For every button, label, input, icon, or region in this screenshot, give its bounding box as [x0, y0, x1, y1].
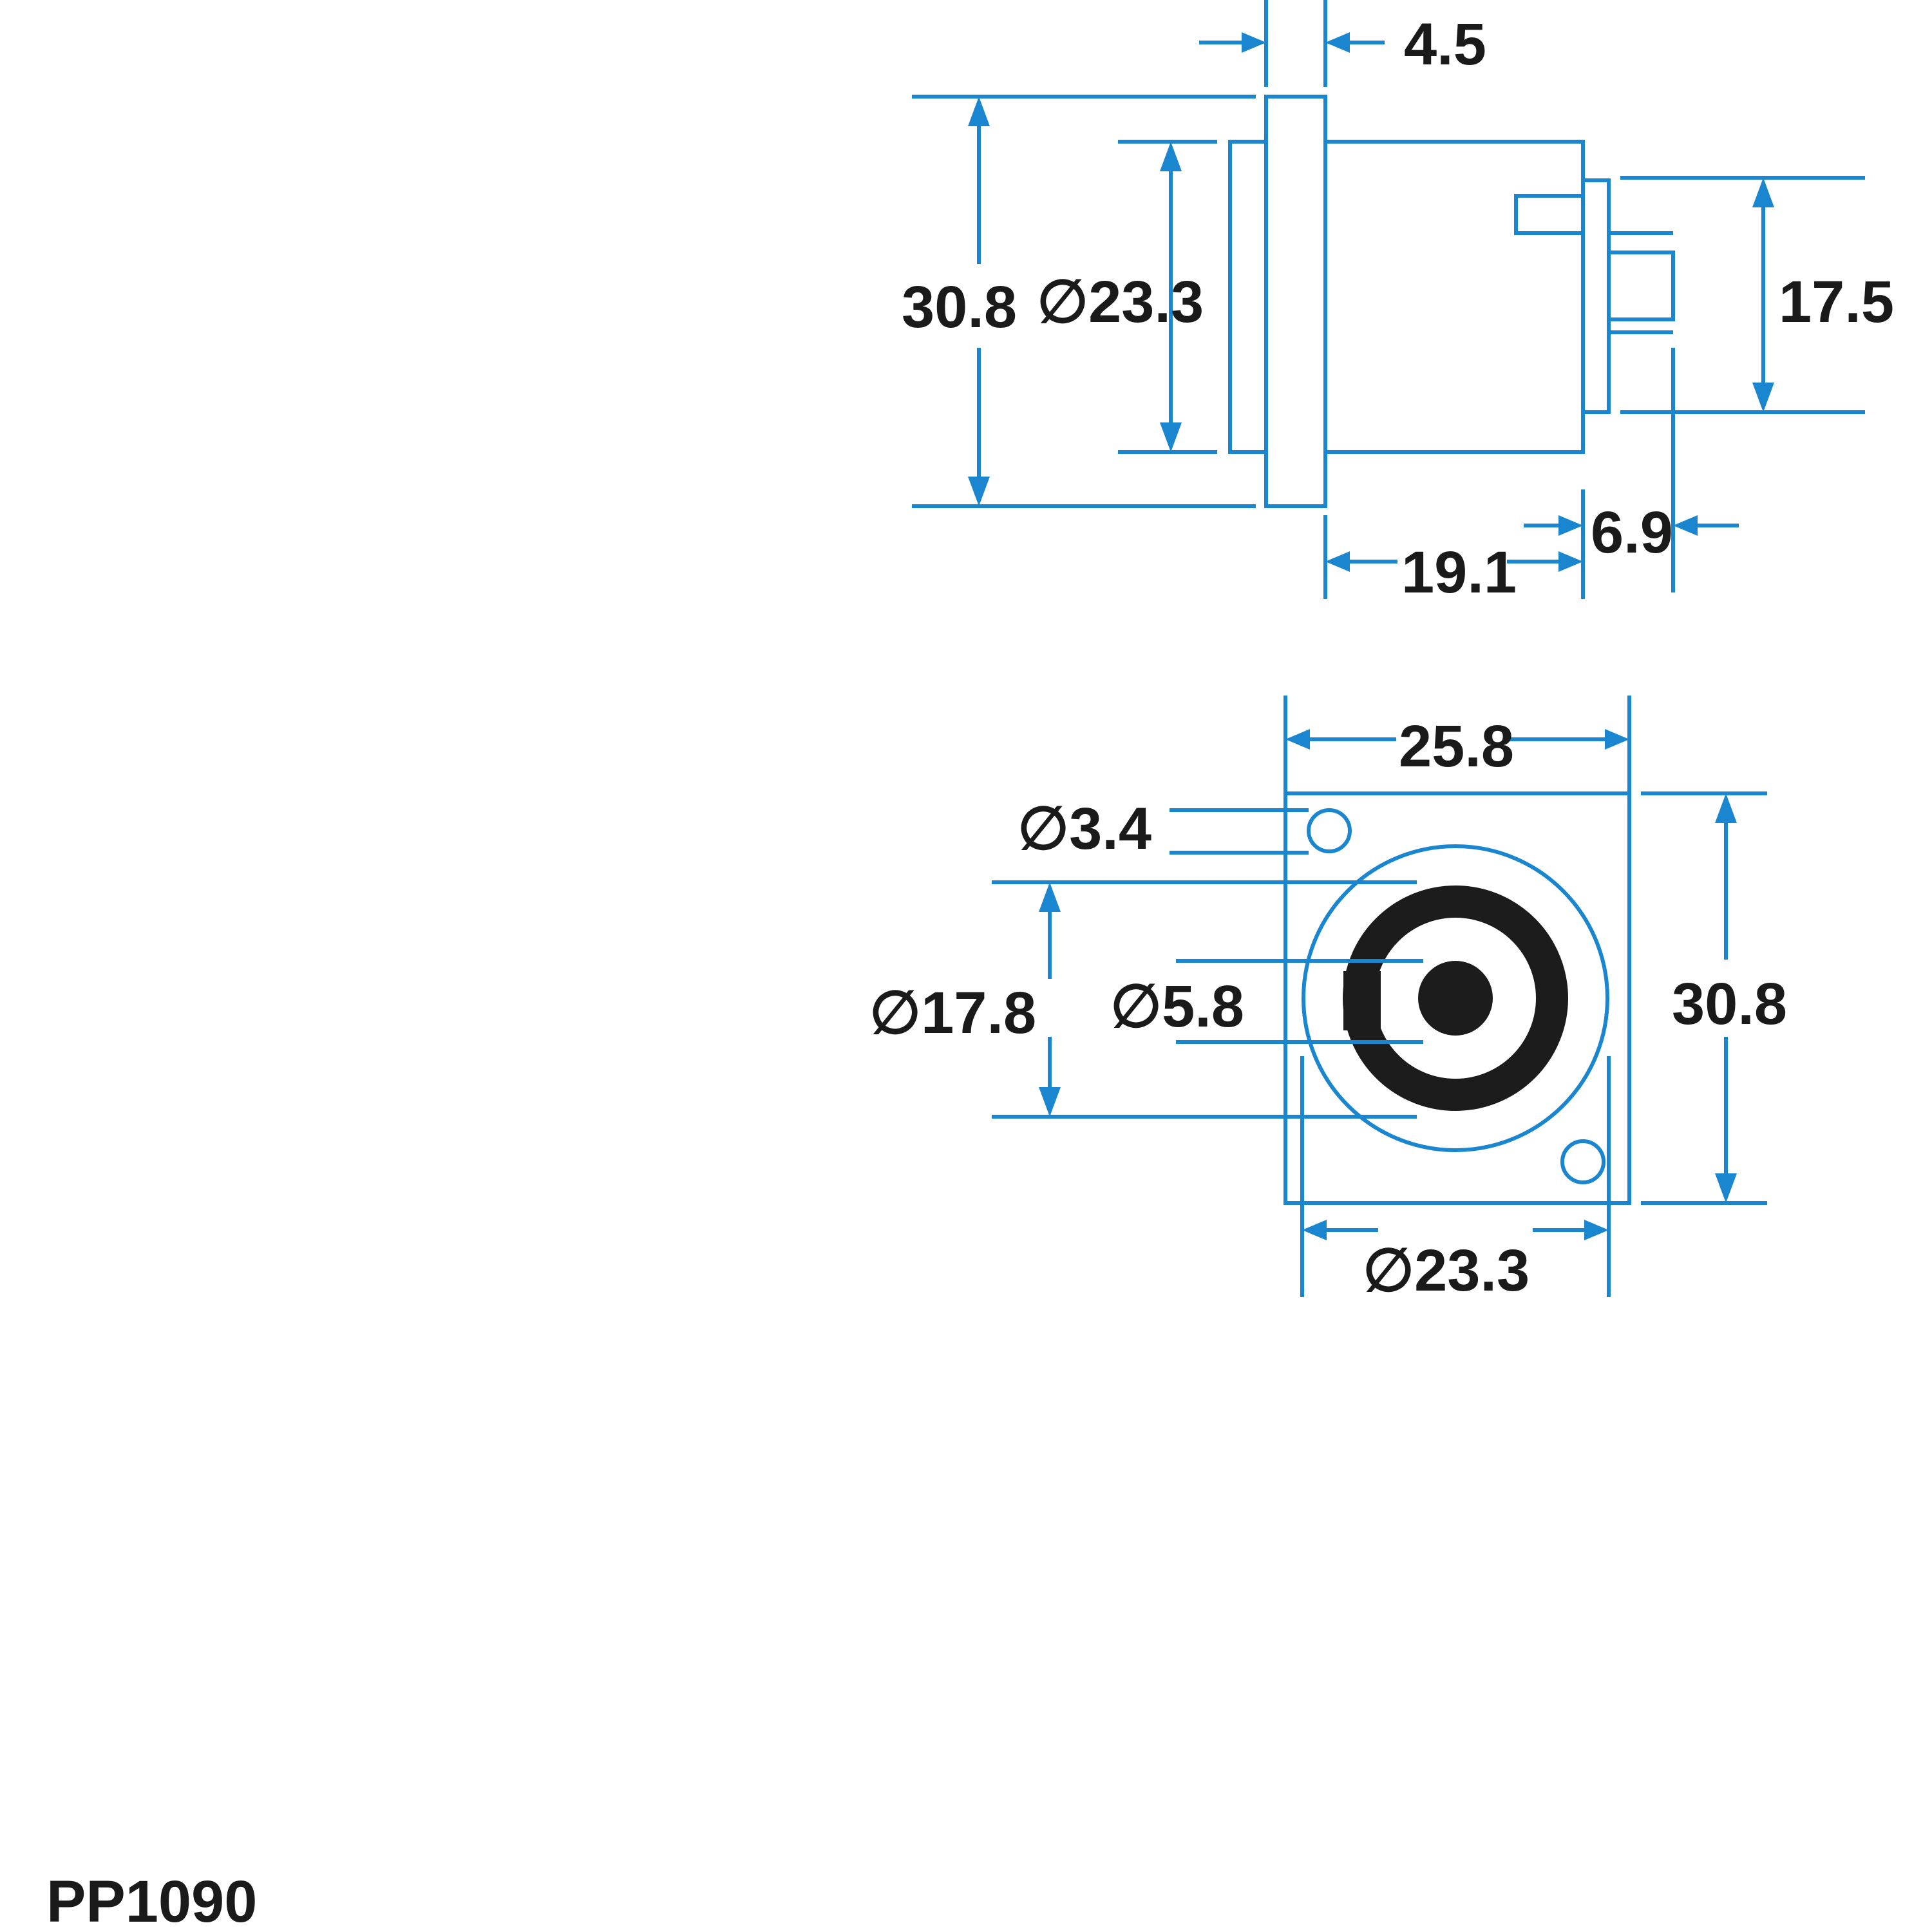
dim-flange-thickness: 4.5	[1199, 0, 1486, 87]
label-front-height: 30.8	[1672, 971, 1787, 1037]
center-pin	[1418, 961, 1493, 1036]
dim-pin-diameter: ∅5.8	[1110, 959, 1423, 1044]
label-body-depth: 19.1	[1401, 540, 1517, 605]
label-body-diameter-front: ∅23.3	[1363, 1238, 1530, 1303]
dim-terminal-depth: 6.9	[1524, 348, 1739, 592]
dim-hole-diameter: ∅3.4	[1018, 796, 1309, 862]
label-terminal-height: 17.5	[1779, 269, 1894, 335]
label-pin-diameter: ∅5.8	[1110, 974, 1244, 1039]
front-body-circle	[1302, 844, 1609, 1152]
mounting-hole-bottom-right	[1560, 1139, 1605, 1184]
side-body	[1323, 140, 1585, 454]
label-overall-height: 30.8	[902, 274, 1017, 340]
label-socket-diameter: ∅17.8	[869, 980, 1036, 1046]
dim-front-width: 25.8	[1283, 696, 1631, 793]
label-front-width: 25.8	[1399, 714, 1514, 779]
label-body-diameter-side: ∅23.3	[1037, 269, 1204, 335]
side-front-lip	[1228, 140, 1268, 454]
side-terminal-tab-rear	[1607, 251, 1675, 321]
socket-key	[1343, 971, 1381, 1030]
side-view: 4.5 30.8 ∅23.3 17.5	[902, 0, 1894, 605]
label-hole-diameter: ∅3.4	[1018, 796, 1151, 862]
dim-body-depth: 19.1	[1323, 489, 1585, 605]
dim-socket-diameter: ∅17.8	[869, 880, 1417, 1119]
label-flange-thickness: 4.5	[1404, 12, 1486, 77]
part-number: PP1090	[46, 1869, 257, 1932]
dim-terminal-height: 17.5	[1620, 176, 1894, 414]
side-flange	[1264, 95, 1327, 508]
side-terminal-tab-upper	[1514, 194, 1585, 235]
front-view: 25.8 ∅3.4 ∅17.8 ∅5.8	[869, 696, 1787, 1303]
dim-overall-height: 30.8	[902, 95, 1256, 508]
label-terminal-depth: 6.9	[1591, 500, 1673, 565]
dim-body-diameter-front: ∅23.3	[1300, 1056, 1611, 1303]
front-flange	[1283, 791, 1631, 1205]
dim-front-height: 30.8	[1641, 791, 1787, 1205]
side-terminal-block	[1581, 178, 1611, 414]
dim-body-diameter-side: ∅23.3	[1037, 140, 1217, 454]
mounting-hole-top-left	[1307, 808, 1352, 853]
